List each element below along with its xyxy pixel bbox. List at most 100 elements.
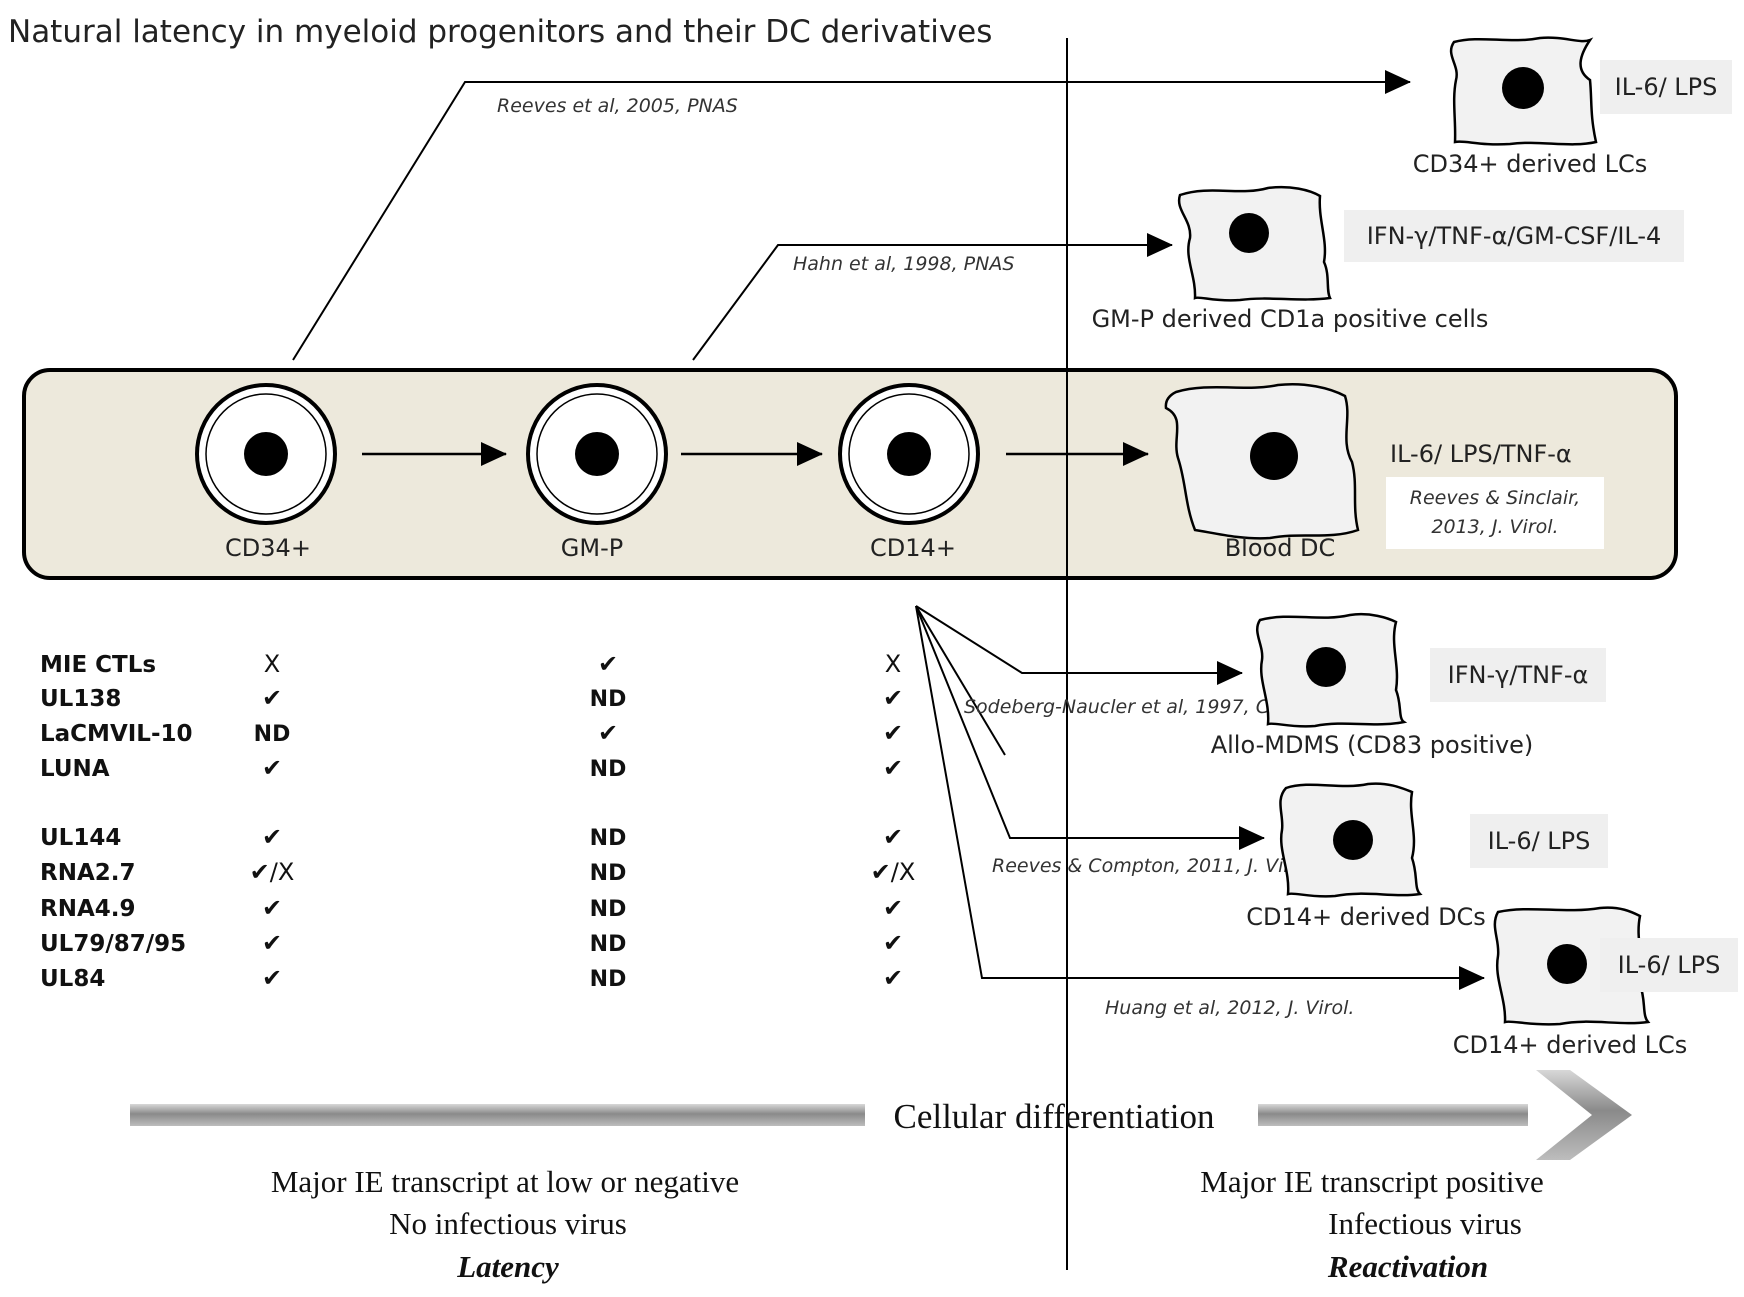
reactivation-label: Reactivation (1327, 1249, 1488, 1284)
stimulus-cd14-lcs: IL-6/ LPS (1618, 951, 1721, 979)
table-cell-gmp: ND (590, 932, 627, 957)
table-cell-gmp: ND (590, 687, 627, 712)
cd14-branch-fan (915, 605, 1485, 990)
table-cell-gmp: ND (590, 757, 627, 782)
branch-arrow-cd14-lcs (915, 605, 1485, 990)
blood-dc-citation-line2: 2013, J. Virol. (1431, 516, 1558, 538)
gmp-label: GM-P (561, 534, 623, 562)
table-row-name: UL79/87/95 (40, 931, 186, 957)
cd34-cell (195, 383, 337, 525)
cd14-lcs-nucleus (1547, 944, 1587, 984)
differentiation-axis: Cellular differentiation (130, 1070, 1632, 1160)
table-cell-gmp: ND (590, 967, 627, 992)
stimulus-cd14-dcs: IL-6/ LPS (1488, 827, 1591, 855)
table-row-name: RNA4.9 (40, 896, 136, 922)
table-cell-cd14: X (885, 650, 901, 678)
citation-reeves-compton-2011: Reeves & Compton, 2011, J. Virol (992, 855, 1309, 877)
label-cd34-lcs: CD34+ derived LCs (1413, 150, 1648, 178)
stim-box-cd14-lcs (1600, 938, 1738, 992)
table-row-name: LaCMVIL-10 (40, 721, 193, 747)
table-cell-cd14: ✔ (883, 823, 903, 851)
label-gmp-cd1a: GM-P derived CD1a positive cells (1092, 305, 1489, 333)
branch-cd34-lcs: Reeves et al, 2005, PNAS IL-6/ LPS CD34+… (292, 36, 1732, 361)
table-cell-gmp: ✔ (598, 719, 618, 747)
stim-box-cd34-lcs (1600, 60, 1732, 114)
blood-dc-citation-line1: Reeves & Sinclair, (1410, 487, 1580, 509)
branch-cd14-dcs: Reeves & Compton, 2011, J. Virol IL-6/ L… (992, 782, 1608, 931)
axis-bar-right (1258, 1104, 1528, 1126)
cd34-lcs-nucleus (1502, 67, 1544, 109)
table-row-name: UL138 (40, 686, 121, 712)
label-cd14-dcs: CD14+ derived DCs (1246, 903, 1486, 931)
table-cell-cd14: ✔ (883, 929, 903, 957)
branch-arrow-cd34-lcs (292, 70, 1411, 361)
reactivation-line1: Major IE transcript positive (1200, 1164, 1544, 1199)
reactivation-block: Major IE transcript positive Infectious … (1200, 1164, 1544, 1284)
latency-label: Latency (456, 1249, 559, 1284)
latency-line1: Major IE transcript at low or negative (271, 1164, 739, 1199)
branch-gmp-cd1a: Hahn et al, 1998, PNAS IFN-γ/TNF-α/GM-CS… (692, 185, 1684, 361)
table-cell-gmp: ND (590, 897, 627, 922)
table-cell-cd34: ✔ (262, 894, 282, 922)
stim-box-cd14-dcs (1470, 814, 1608, 868)
table-cell-gmp: ✔ (598, 650, 618, 678)
table-cell-cd14: ✔ (883, 754, 903, 782)
label-cd14-lcs: CD14+ derived LCs (1453, 1031, 1688, 1059)
citation-sodeberg-1997: Sodeberg-Naucler et al, 1997, Cell (964, 696, 1292, 718)
axis-arrowhead (1536, 1070, 1632, 1160)
branch-allo-mdms: Sodeberg-Naucler et al, 1997, Cell IFN-γ… (964, 613, 1606, 759)
branch-arrow-allo-mdms (915, 605, 1243, 685)
reactivation-line2: Infectious virus (1328, 1206, 1522, 1241)
table-row-name: UL144 (40, 825, 121, 851)
branch-cd14-lcs: Huang et al, 2012, J. Virol. IL-6/ LPS C… (1105, 906, 1738, 1059)
table-cell-cd14: ✔ (883, 964, 903, 992)
table-row-name: UL84 (40, 966, 105, 992)
table-cell-gmp: ND (590, 861, 627, 886)
axis-bar-left (130, 1104, 865, 1126)
stimulus-cd34-lcs: IL-6/ LPS (1615, 73, 1718, 101)
table-cell-cd34: ✔ (262, 964, 282, 992)
allo-mdms-nucleus (1306, 647, 1346, 687)
citation-hahn-1998: Hahn et al, 1998, PNAS (793, 253, 1014, 275)
gmp-cd1a-nucleus (1229, 213, 1269, 253)
cd14-cell (838, 383, 980, 525)
stimulus-allo-mdms: IFN-γ/TNF-α (1448, 661, 1589, 689)
citation-reeves-2005: Reeves et al, 2005, PNAS (497, 95, 738, 117)
table-cell-cd14: ✔/X (871, 858, 916, 886)
table-cell-cd34: ✔ (262, 754, 282, 782)
cd14-label: CD14+ (870, 534, 956, 562)
table-cell-cd14: ✔ (883, 719, 903, 747)
stimulus-gmp-cd1a: IFN-γ/TNF-α/GM-CSF/IL-4 (1367, 222, 1662, 250)
latency-line2: No infectious virus (389, 1206, 627, 1241)
citation-huang-2012: Huang et al, 2012, J. Virol. (1105, 997, 1354, 1019)
blood-dc-label: Blood DC (1225, 534, 1336, 562)
table-cell-cd14: ✔ (883, 894, 903, 922)
table-cell-cd34: ✔ (262, 929, 282, 957)
diagram-title: Natural latency in myeloid progenitors a… (8, 14, 992, 50)
cd34-label: CD34+ (225, 534, 311, 562)
table-cell-cd34: X (264, 650, 280, 678)
table-cell-cd34: ND (254, 722, 291, 747)
table-cell-cd34: ✔/X (250, 858, 295, 886)
axis-label: Cellular differentiation (893, 1097, 1214, 1136)
table-cell-gmp: ND (590, 826, 627, 851)
table-row-name: RNA2.7 (40, 860, 136, 886)
table-row-name: MIE CTLs (40, 652, 156, 678)
gmp-cell (526, 383, 668, 525)
stim-box-gmp-cd1a (1344, 210, 1684, 262)
table-row-name: LUNA (40, 756, 110, 782)
cd14-dcs-nucleus (1333, 820, 1373, 860)
table-cell-cd34: ✔ (262, 684, 282, 712)
branch-arrow-gmp-cd1a (692, 233, 1173, 361)
branch-arrow-cd14-dcs (915, 605, 1265, 850)
table-cell-cd14: ✔ (883, 684, 903, 712)
blood-dc-stimulus: IL-6/ LPS/TNF-α (1390, 440, 1572, 468)
latency-block: Major IE transcript at low or negative N… (271, 1164, 739, 1284)
label-allo-mdms: Allo-MDMS (CD83 positive) (1211, 731, 1534, 759)
table-cell-cd34: ✔ (262, 823, 282, 851)
blood-dc-citation-box (1386, 477, 1604, 549)
stim-box-allo-mdms (1430, 648, 1606, 702)
